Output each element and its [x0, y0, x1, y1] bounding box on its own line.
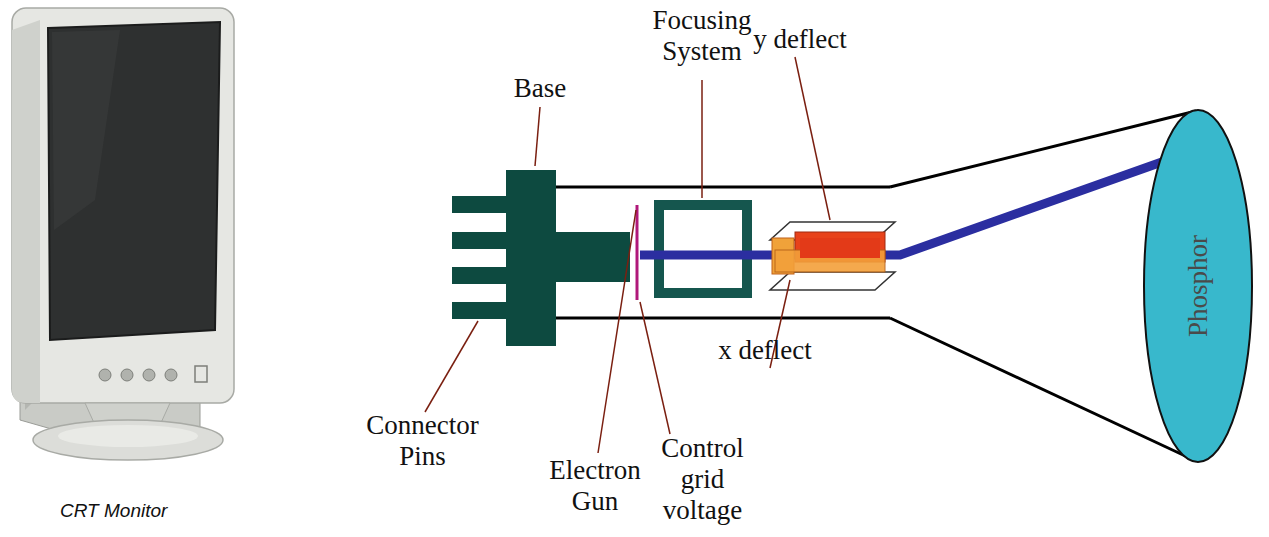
part-label: Electron Gun — [540, 455, 650, 517]
crt-monitor-picture — [12, 8, 234, 460]
leader-lines — [425, 57, 830, 453]
electron-beam — [640, 152, 1190, 255]
crt-tube — [550, 111, 1196, 461]
tube-base — [506, 170, 556, 346]
part-label: x deflect — [700, 335, 830, 366]
part-label: Control grid voltage — [640, 433, 765, 526]
part-label: y deflect — [735, 24, 865, 55]
figure-caption: CRT Monitor — [60, 500, 167, 522]
connector-pins — [452, 196, 508, 319]
electron-gun — [556, 232, 630, 282]
phosphor-screen: Phosphor — [1142, 108, 1254, 464]
part-label: Connector Pins — [360, 410, 485, 472]
focusing-coil — [659, 205, 747, 293]
part-label: Focusing System — [642, 5, 762, 67]
node-text: Phosphor — [1183, 235, 1214, 337]
part-label: Base — [505, 73, 575, 104]
control-grid — [636, 205, 639, 300]
deflection-plates — [770, 222, 895, 290]
